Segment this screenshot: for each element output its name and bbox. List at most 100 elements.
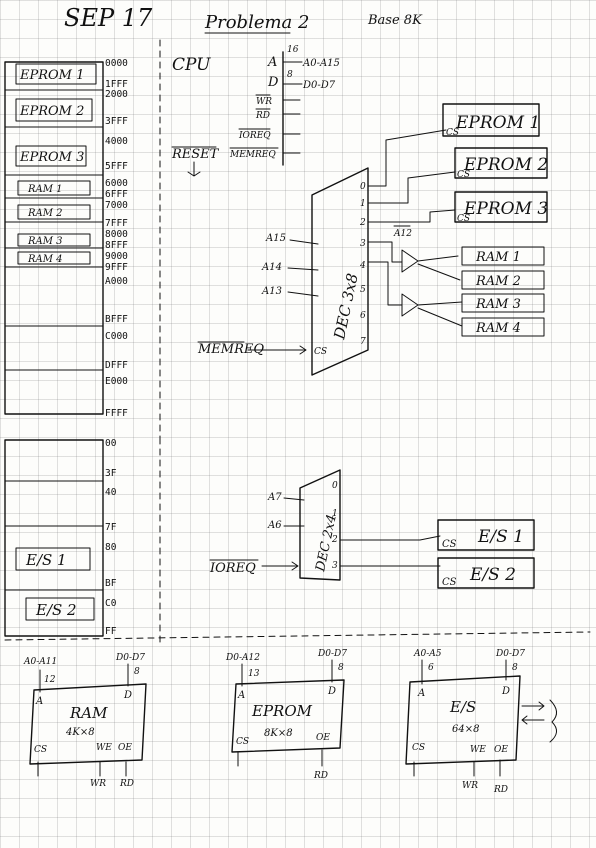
addr-7fff: 7FFF <box>105 218 128 229</box>
header-title: Problema 2 <box>204 12 309 33</box>
mem-targets: EPROM 1 CS EPROM 2 CS EPROM 3 CS RAM 1 R… <box>442 103 548 337</box>
mem-dec-out4: 4 <box>359 261 366 271</box>
io-dec-out0: 0 <box>332 481 338 491</box>
chip-es-addr: A0-A5 <box>413 649 442 659</box>
io-map-frame <box>4 439 104 637</box>
map-block-eprom3: EPROM 3 <box>19 150 84 165</box>
addr-5fff: 5FFF <box>105 161 128 172</box>
addr-1fff: 1FFF <box>105 79 128 90</box>
chip-ram-pin-oe: OE <box>118 743 132 753</box>
chip-ram-addr-n: 12 <box>44 675 56 685</box>
cpu-label: CPU <box>172 55 211 75</box>
target-eprom1 <box>442 103 540 137</box>
chip-ram-pin-we: WE <box>96 743 112 753</box>
mem-dec-out1: 1 <box>360 199 366 209</box>
svg-text:E/S 2: E/S 2 <box>469 565 516 585</box>
io-addr-3f: 3F <box>105 468 117 479</box>
io-addr-00: 00 <box>105 438 117 449</box>
mem-dec-sub-addr: A12 <box>393 229 412 239</box>
addr-7000: 7000 <box>105 200 128 211</box>
io-addr-bf: BF <box>105 578 117 589</box>
chip-es-pin-we: WE <box>470 745 486 755</box>
chip-eprom-pin-cs: CS <box>236 737 249 747</box>
mem-decoder: DEC 3x8 A15 A14 A13 MEMREQ CS 0 1 2 3 4 … <box>197 129 463 376</box>
chip-ram-sig-wr: WR <box>90 779 106 789</box>
chip-ram: RAM 4K×8 A0-A11 12 A D0-D7 8 D CS WE OE … <box>23 653 147 789</box>
target-eprom3 <box>454 191 548 223</box>
chip-eprom-size: 8K×8 <box>264 728 293 739</box>
addr-9000: 9000 <box>105 251 128 262</box>
cpu-data-bus: D0-D7 <box>302 80 336 91</box>
svg-text:D: D <box>327 686 336 697</box>
io-addr-80: 80 <box>105 542 117 553</box>
svg-text:CS: CS <box>446 128 459 138</box>
map-block-ram2: RAM 2 <box>27 208 63 219</box>
mem-dec-cs: CS <box>314 347 327 357</box>
io-decoder-body <box>299 469 341 581</box>
chip-es-addr-n: 6 <box>428 663 434 673</box>
addr-a000: A000 <box>105 276 128 287</box>
chip-eprom-sig-rd: RD <box>313 771 328 781</box>
addr-8fff: 8FFF <box>105 240 128 251</box>
chip-ram-body <box>29 683 147 765</box>
chip-eprom: EPROM 8K×8 D0-A12 13 A D0-D7 8 D CS OE R… <box>225 649 347 781</box>
mem-dec-input-a14: A14 <box>261 262 282 273</box>
io-addr-ff: FF <box>105 626 117 637</box>
memory-map: EPROM 1 EPROM 2 EPROM 3 RAM 1 RAM 2 RAM … <box>4 58 128 419</box>
io-dec-input-a6: A6 <box>267 520 282 531</box>
cpu-data-pin: D <box>267 75 279 90</box>
cpu-signal-ioreq: IOREQ <box>238 131 271 141</box>
svg-text:RAM 2: RAM 2 <box>475 274 521 289</box>
svg-text:RAM 1: RAM 1 <box>475 250 521 265</box>
chip-ram-name: RAM <box>69 704 108 722</box>
chip-eprom-name: EPROM <box>251 702 313 720</box>
svg-text:RAM 4: RAM 4 <box>475 321 521 336</box>
svg-text:A: A <box>35 696 43 707</box>
header-date: SEP 17 <box>64 4 153 32</box>
mem-dec-out7: 7 <box>360 337 366 347</box>
chip-es-size: 64×8 <box>452 724 479 735</box>
chip-es-name: E/S <box>449 698 476 716</box>
addr-dfff: DFFF <box>105 360 128 371</box>
addr-6fff: 6FFF <box>105 189 128 200</box>
chip-es-pin-cs: CS <box>412 743 425 753</box>
svg-text:CS: CS <box>442 539 457 550</box>
mem-dec-out2: 2 <box>359 218 366 228</box>
chip-ram-sig-rd: RD <box>119 779 134 789</box>
io-block-es1: E/S 1 <box>25 551 67 569</box>
chip-eprom-data: D0-D7 <box>317 649 347 659</box>
addr-8000: 8000 <box>105 229 128 240</box>
addr-4000: 4000 <box>105 136 128 147</box>
cpu-signal-rd: RD <box>255 111 270 121</box>
mem-decoder-body <box>311 167 369 376</box>
svg-text:A: A <box>237 690 245 701</box>
target-es2 <box>437 557 535 589</box>
cpu-signal-memreq: MEMREQ <box>229 150 276 160</box>
mem-dec-enable: MEMREQ <box>197 342 264 357</box>
addr-9fff: 9FFF <box>105 262 128 273</box>
chip-es-sig-wr: WR <box>462 781 478 791</box>
chip-ram-addr: A0-A11 <box>23 657 57 667</box>
io-dec-out3: 3 <box>332 561 338 571</box>
mem-dec-input-a13: A13 <box>261 286 282 297</box>
target-ram2 <box>461 270 545 290</box>
cpu-addr-bus: A0-A15 <box>302 58 340 69</box>
svg-text:D: D <box>501 686 510 697</box>
svg-text:D: D <box>123 690 132 701</box>
chip-es-data-n: 8 <box>512 663 518 673</box>
addr-3fff: 3FFF <box>105 116 128 127</box>
addr-6000: 6000 <box>105 178 128 189</box>
svg-text:EPROM 1: EPROM 1 <box>455 113 540 133</box>
es-port-brace <box>549 699 557 743</box>
mem-dec-out5: 5 <box>360 285 366 295</box>
svg-text:A: A <box>417 688 425 699</box>
chip-ram-size: 4K×8 <box>65 727 95 738</box>
io-addr-40: 40 <box>105 487 117 498</box>
chip-es: E/S 64×8 A0-A5 6 A D0-D7 8 D CS WE OE WR… <box>405 649 557 795</box>
chip-eprom-body <box>231 679 345 753</box>
io-addr-c0: C0 <box>105 598 117 609</box>
chip-eprom-data-n: 8 <box>338 663 344 673</box>
io-dec-out1: 1 <box>332 509 338 519</box>
target-eprom2 <box>454 147 548 179</box>
cpu-block: CPU A 16 A0-A15 D 8 D0-D7 WR RD IOREQ ME… <box>171 45 340 177</box>
